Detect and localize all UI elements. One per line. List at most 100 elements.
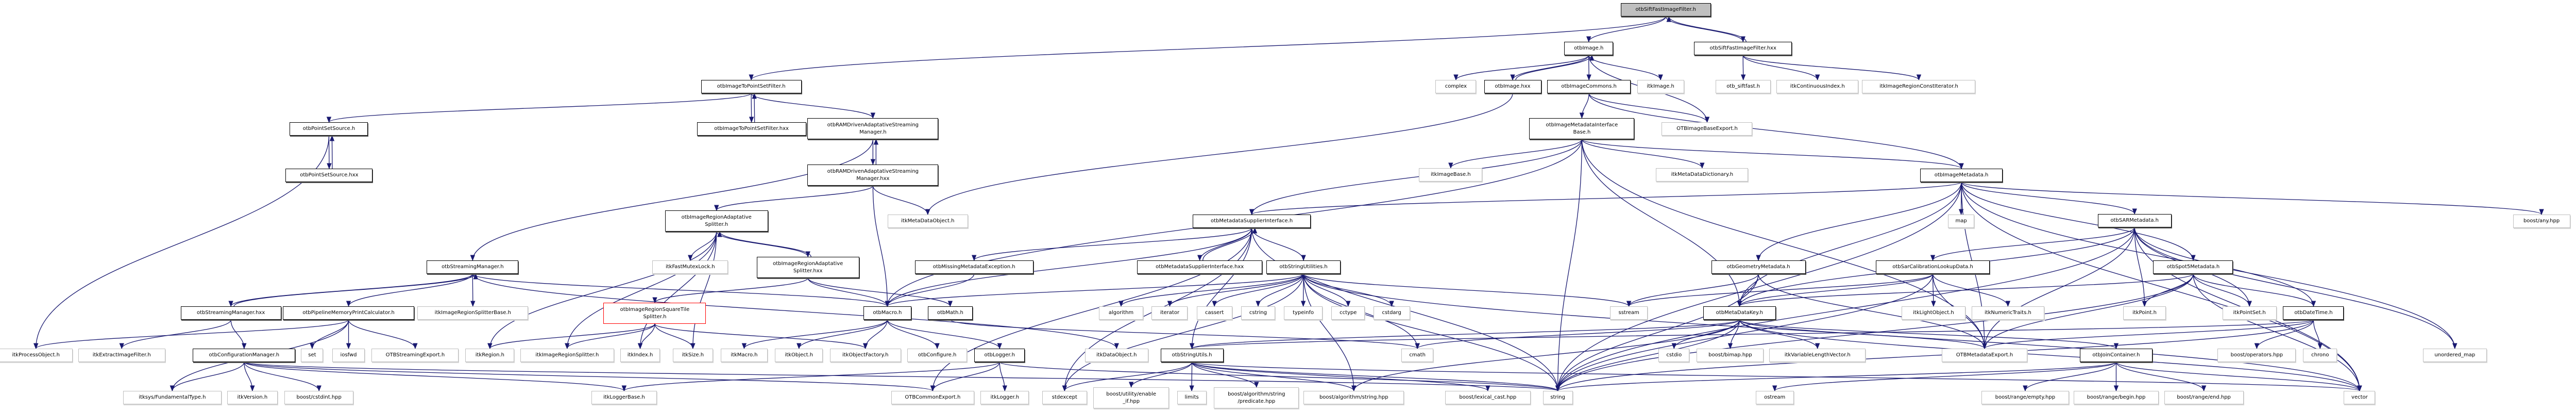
node-otbdatetime-h[interactable]: otbDateTime.h bbox=[2283, 306, 2344, 320]
node-boost-bimap-hpp[interactable]: boost/bimap.hpp bbox=[1697, 349, 1764, 362]
node-otbcommonexport-h[interactable]: OTBCommonExport.h bbox=[891, 391, 974, 404]
node-otbstringutils-h[interactable]: otbStringUtils.h bbox=[1160, 349, 1224, 362]
node-otblogger-h[interactable]: otbLogger.h bbox=[974, 349, 1025, 362]
node-otbmath-h[interactable]: otbMath.h bbox=[927, 306, 973, 320]
node-itkobjectfactory-h[interactable]: itkObjectFactory.h bbox=[829, 349, 901, 362]
node-itkversion-h[interactable]: itkVersion.h bbox=[227, 391, 278, 404]
node-boost-range-begin-hpp[interactable]: boost/range/begin.hpp bbox=[2073, 391, 2159, 404]
node-itkimageregionsplitter-h[interactable]: itkImageRegionSplitter.h bbox=[520, 349, 614, 362]
node-stdexcept[interactable]: stdexcept bbox=[1042, 391, 1087, 404]
node-otbpointsetsource-h[interactable]: otbPointSetSource.h bbox=[290, 122, 368, 136]
node-itkfastmutexlock-h[interactable]: itkFastMutexLock.h bbox=[652, 260, 728, 274]
node-itknumerictraits-h[interactable]: itkNumericTraits.h bbox=[1971, 306, 2044, 320]
node-otbimagemetadata-h[interactable]: otbImageMetadata.h bbox=[1920, 169, 2003, 182]
node-otbimage-h[interactable]: otbImage.h bbox=[1564, 42, 1614, 55]
node-itkpointset-h[interactable]: itkPointSet.h bbox=[2222, 306, 2277, 320]
node-itkvariablelengthvector-h[interactable]: itkVariableLengthVector.h bbox=[1769, 349, 1866, 362]
node-otb-siftfast-h[interactable]: otb_siftfast.h bbox=[1716, 80, 1771, 93]
node-otbmetadatakey-h[interactable]: otbMetaDataKey.h bbox=[1703, 306, 1776, 320]
node-map[interactable]: map bbox=[1948, 215, 1975, 228]
node-otbstreamingmanager-hxx[interactable]: otbStreamingManager.hxx bbox=[180, 306, 281, 320]
node-itklightobject-h[interactable]: itkLightObject.h bbox=[1901, 306, 1965, 320]
node-itkdataobject-h[interactable]: itkDataObject.h bbox=[1084, 349, 1148, 362]
node-boost-algorithm-string-hpp[interactable]: boost/algorithm/string.hpp bbox=[1303, 391, 1404, 404]
node-typeinfo[interactable]: typeinfo bbox=[1284, 306, 1323, 320]
node-itkextractimagefilter-h[interactable]: itkExtractImageFilter.h bbox=[78, 349, 165, 362]
node-itkindex-h[interactable]: itkIndex.h bbox=[620, 349, 660, 362]
node-otbmetadatasupplierinterface-h[interactable]: otbMetadataSupplierInterface.h bbox=[1193, 215, 1311, 228]
node-boost-any-hpp[interactable]: boost/any.hpp bbox=[2513, 215, 2570, 228]
node-itkmetadataobject-h[interactable]: itkMetaDataObject.h bbox=[887, 215, 968, 228]
node-boost-cstdint-hpp[interactable]: boost/cstdint.hpp bbox=[284, 391, 354, 404]
node-iosfwd[interactable]: iosfwd bbox=[332, 349, 365, 362]
node-boost-utility-enable-if-hpp[interactable]: boost/utility/enable_if.hpp bbox=[1093, 387, 1170, 408]
node-string[interactable]: string bbox=[1543, 391, 1573, 404]
node-otbmetadatasupplierinterface-hxx[interactable]: otbMetadataSupplierInterface.hxx bbox=[1137, 260, 1263, 274]
node-cctype[interactable]: cctype bbox=[1331, 306, 1365, 320]
node-cstring[interactable]: cstring bbox=[1241, 306, 1275, 320]
node-ostream[interactable]: ostream bbox=[1755, 391, 1794, 404]
node-otbconfigurationmanager-h[interactable]: otbConfigurationManager.h bbox=[193, 349, 296, 362]
node-itkobject-h[interactable]: itkObject.h bbox=[775, 349, 823, 362]
node-sstream[interactable]: sstream bbox=[1610, 306, 1648, 320]
node-otbstreamingmanager-h[interactable]: otbStreamingManager.h bbox=[427, 260, 519, 274]
node-set[interactable]: set bbox=[301, 349, 324, 362]
node-unordered-map[interactable]: unordered_map bbox=[2422, 349, 2487, 362]
node-otbstreamingexport-h[interactable]: OTBStreamingExport.h bbox=[371, 349, 459, 362]
node-boost-algorithm-string-predicate-hpp[interactable]: boost/algorithm/string/predicate.hpp bbox=[1214, 387, 1299, 408]
node-chrono[interactable]: chrono bbox=[2303, 349, 2337, 362]
node-cmath[interactable]: cmath bbox=[1401, 349, 1434, 362]
node-otbgeometrymetadata-h[interactable]: otbGeometryMetadata.h bbox=[1711, 260, 1806, 274]
node-otbspot5metadata-h[interactable]: otbSpot5Metadata.h bbox=[2153, 260, 2233, 274]
node-itkcontinuousindex-h[interactable]: itkContinuousIndex.h bbox=[1776, 80, 1859, 93]
node-otbpipelinememoryprintcalculator-h[interactable]: otbPipelineMemoryPrintCalculator.h bbox=[283, 306, 415, 320]
node-otbsarcalibrationlookupdata-h[interactable]: otbSarCalibrationLookupData.h bbox=[1876, 260, 1990, 274]
node-otbmacro-h[interactable]: otbMacro.h bbox=[863, 306, 911, 320]
node-otbmissingmetadataexception-h[interactable]: otbMissingMetadataException.h bbox=[914, 260, 1033, 274]
node-vector[interactable]: vector bbox=[2344, 391, 2376, 404]
node-cassert[interactable]: cassert bbox=[1196, 306, 1232, 320]
node-otbsiftfastimagefilter-hxx[interactable]: otbSiftFastImageFilter.hxx bbox=[1694, 42, 1792, 55]
node-otbimagecommons-h[interactable]: otbImageCommons.h bbox=[1547, 80, 1631, 93]
node-otbstringutilities-h[interactable]: otbStringUtilities.h bbox=[1266, 260, 1341, 274]
node-itkregion-h[interactable]: itkRegion.h bbox=[465, 349, 515, 362]
node-algorithm[interactable]: algorithm bbox=[1098, 306, 1143, 320]
node-itksize-h[interactable]: itkSize.h bbox=[672, 349, 713, 362]
node-otbsiftfastimagefilter-h[interactable]: otbSiftFastImageFilter.h bbox=[1620, 3, 1711, 17]
node-otbimagetopointsetfilter-h[interactable]: otbImageToPointSetFilter.h bbox=[701, 80, 802, 93]
node-itksys-fundamentaltype-h[interactable]: itksys/FundamentalType.h bbox=[123, 391, 222, 404]
node-otbmetadataexport-h[interactable]: OTBMetadataExport.h bbox=[1941, 349, 2027, 362]
node-itkloggerbase-h[interactable]: itkLoggerBase.h bbox=[591, 391, 657, 404]
node-itkimage-h[interactable]: itkImage.h bbox=[1637, 80, 1684, 93]
node-otbjoincontainer-h[interactable]: otbJoinContainer.h bbox=[2079, 349, 2153, 362]
node-itkimageregionconstiterator-h[interactable]: itkImageRegionConstIterator.h bbox=[1862, 80, 1976, 93]
node-otbimagetopointsetfilter-hxx[interactable]: otbImageToPointSetFilter.hxx bbox=[697, 122, 806, 136]
node-itkimageregionsplitterbase-h[interactable]: itkImageRegionSplitterBase.h bbox=[417, 306, 529, 320]
node-otbsarmetadata-h[interactable]: otbSARMetadata.h bbox=[2097, 214, 2172, 227]
node-cstdio[interactable]: cstdio bbox=[1658, 349, 1690, 362]
node-boost-operators-hpp[interactable]: boost/operators.hpp bbox=[2217, 349, 2296, 362]
node-otbconfigure-h[interactable]: otbConfigure.h bbox=[907, 349, 968, 362]
node-itkmetadatadictionary-h[interactable]: itkMetaDataDictionary.h bbox=[1656, 168, 1749, 182]
node-itkprocessobject-h[interactable]: itkProcessObject.h bbox=[0, 349, 73, 362]
node-itkimagebase-h[interactable]: itkImageBase.h bbox=[1419, 168, 1483, 182]
node-boost-range-empty-hpp[interactable]: boost/range/empty.hpp bbox=[1981, 391, 2069, 404]
node-itkmacro-h[interactable]: itkMacro.h bbox=[720, 349, 768, 362]
node-otbimage-hxx[interactable]: otbImage.hxx bbox=[1484, 80, 1541, 93]
node-cstdarg[interactable]: cstdarg bbox=[1373, 306, 1410, 320]
node-boost-lexical-cast-hpp[interactable]: boost/lexical_cast.hpp bbox=[1445, 391, 1531, 404]
node-complex[interactable]: complex bbox=[1435, 80, 1477, 93]
node-iterator[interactable]: iterator bbox=[1151, 306, 1188, 320]
node-otbimagebaseexport-h[interactable]: OTBImageBaseExport.h bbox=[1662, 122, 1753, 136]
node-otbpointsetsource-hxx[interactable]: otbPointSetSource.hxx bbox=[285, 169, 373, 182]
node-itkpoint-h[interactable]: itkPoint.h bbox=[2123, 306, 2166, 320]
node-boost-range-end-hpp[interactable]: boost/range/end.hpp bbox=[2164, 391, 2244, 404]
node-itklogger-h[interactable]: itkLogger.h bbox=[980, 391, 1029, 404]
node-limits[interactable]: limits bbox=[1177, 391, 1207, 404]
